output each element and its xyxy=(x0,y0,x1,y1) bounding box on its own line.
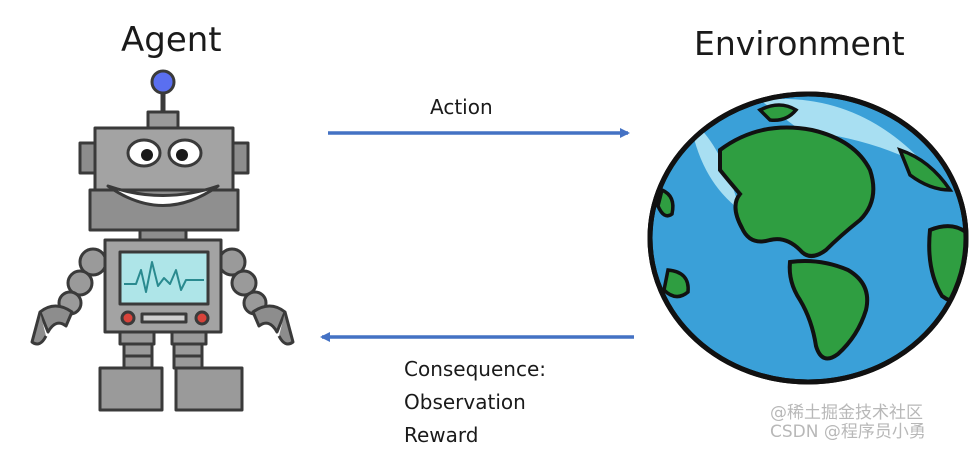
robot-arm-left xyxy=(30,247,108,346)
action-label: Action xyxy=(430,95,493,119)
watermark-line-1: @稀土掘金技术社区 xyxy=(770,403,923,423)
landmass-north-america xyxy=(718,125,876,258)
heartbeat-line xyxy=(124,261,204,293)
robot-icon xyxy=(30,69,295,412)
feedback-line-observation: Observation xyxy=(404,390,526,414)
earth-globe-icon xyxy=(647,91,969,385)
diagram-canvas xyxy=(30,69,969,412)
feedback-line-consequence: Consequence: xyxy=(404,357,546,381)
environment-title: Environment xyxy=(694,24,905,63)
landmass-south-america xyxy=(787,259,870,361)
antenna-ball xyxy=(150,69,176,95)
watermark: @稀土掘金技术社区 CSDN @程序员小勇 xyxy=(770,404,926,442)
agent-title: Agent xyxy=(121,20,222,60)
robot-arm-right xyxy=(217,247,295,346)
feedback-label: Consequence: Observation Reward xyxy=(404,353,546,452)
watermark-line-2: CSDN @程序员小勇 xyxy=(770,422,926,442)
